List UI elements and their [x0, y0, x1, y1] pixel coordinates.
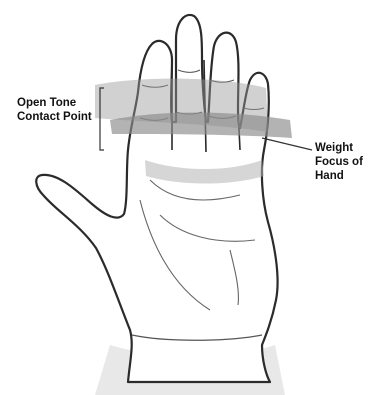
weight-focus-label: Weight Focus of Hand	[315, 141, 363, 183]
hand-outline	[36, 15, 277, 382]
weight-focus-label-line2: Focus of	[315, 155, 363, 169]
open-tone-contact-point-label: Open Tone Contact Point	[17, 96, 92, 124]
open-tone-label-line2: Contact Point	[17, 110, 92, 124]
weight-focus-leader	[262, 138, 312, 150]
weight-focus-label-line1: Weight	[315, 141, 363, 155]
open-tone-label-line1: Open Tone	[17, 96, 92, 110]
weight-focus-label-line3: Hand	[315, 169, 363, 183]
